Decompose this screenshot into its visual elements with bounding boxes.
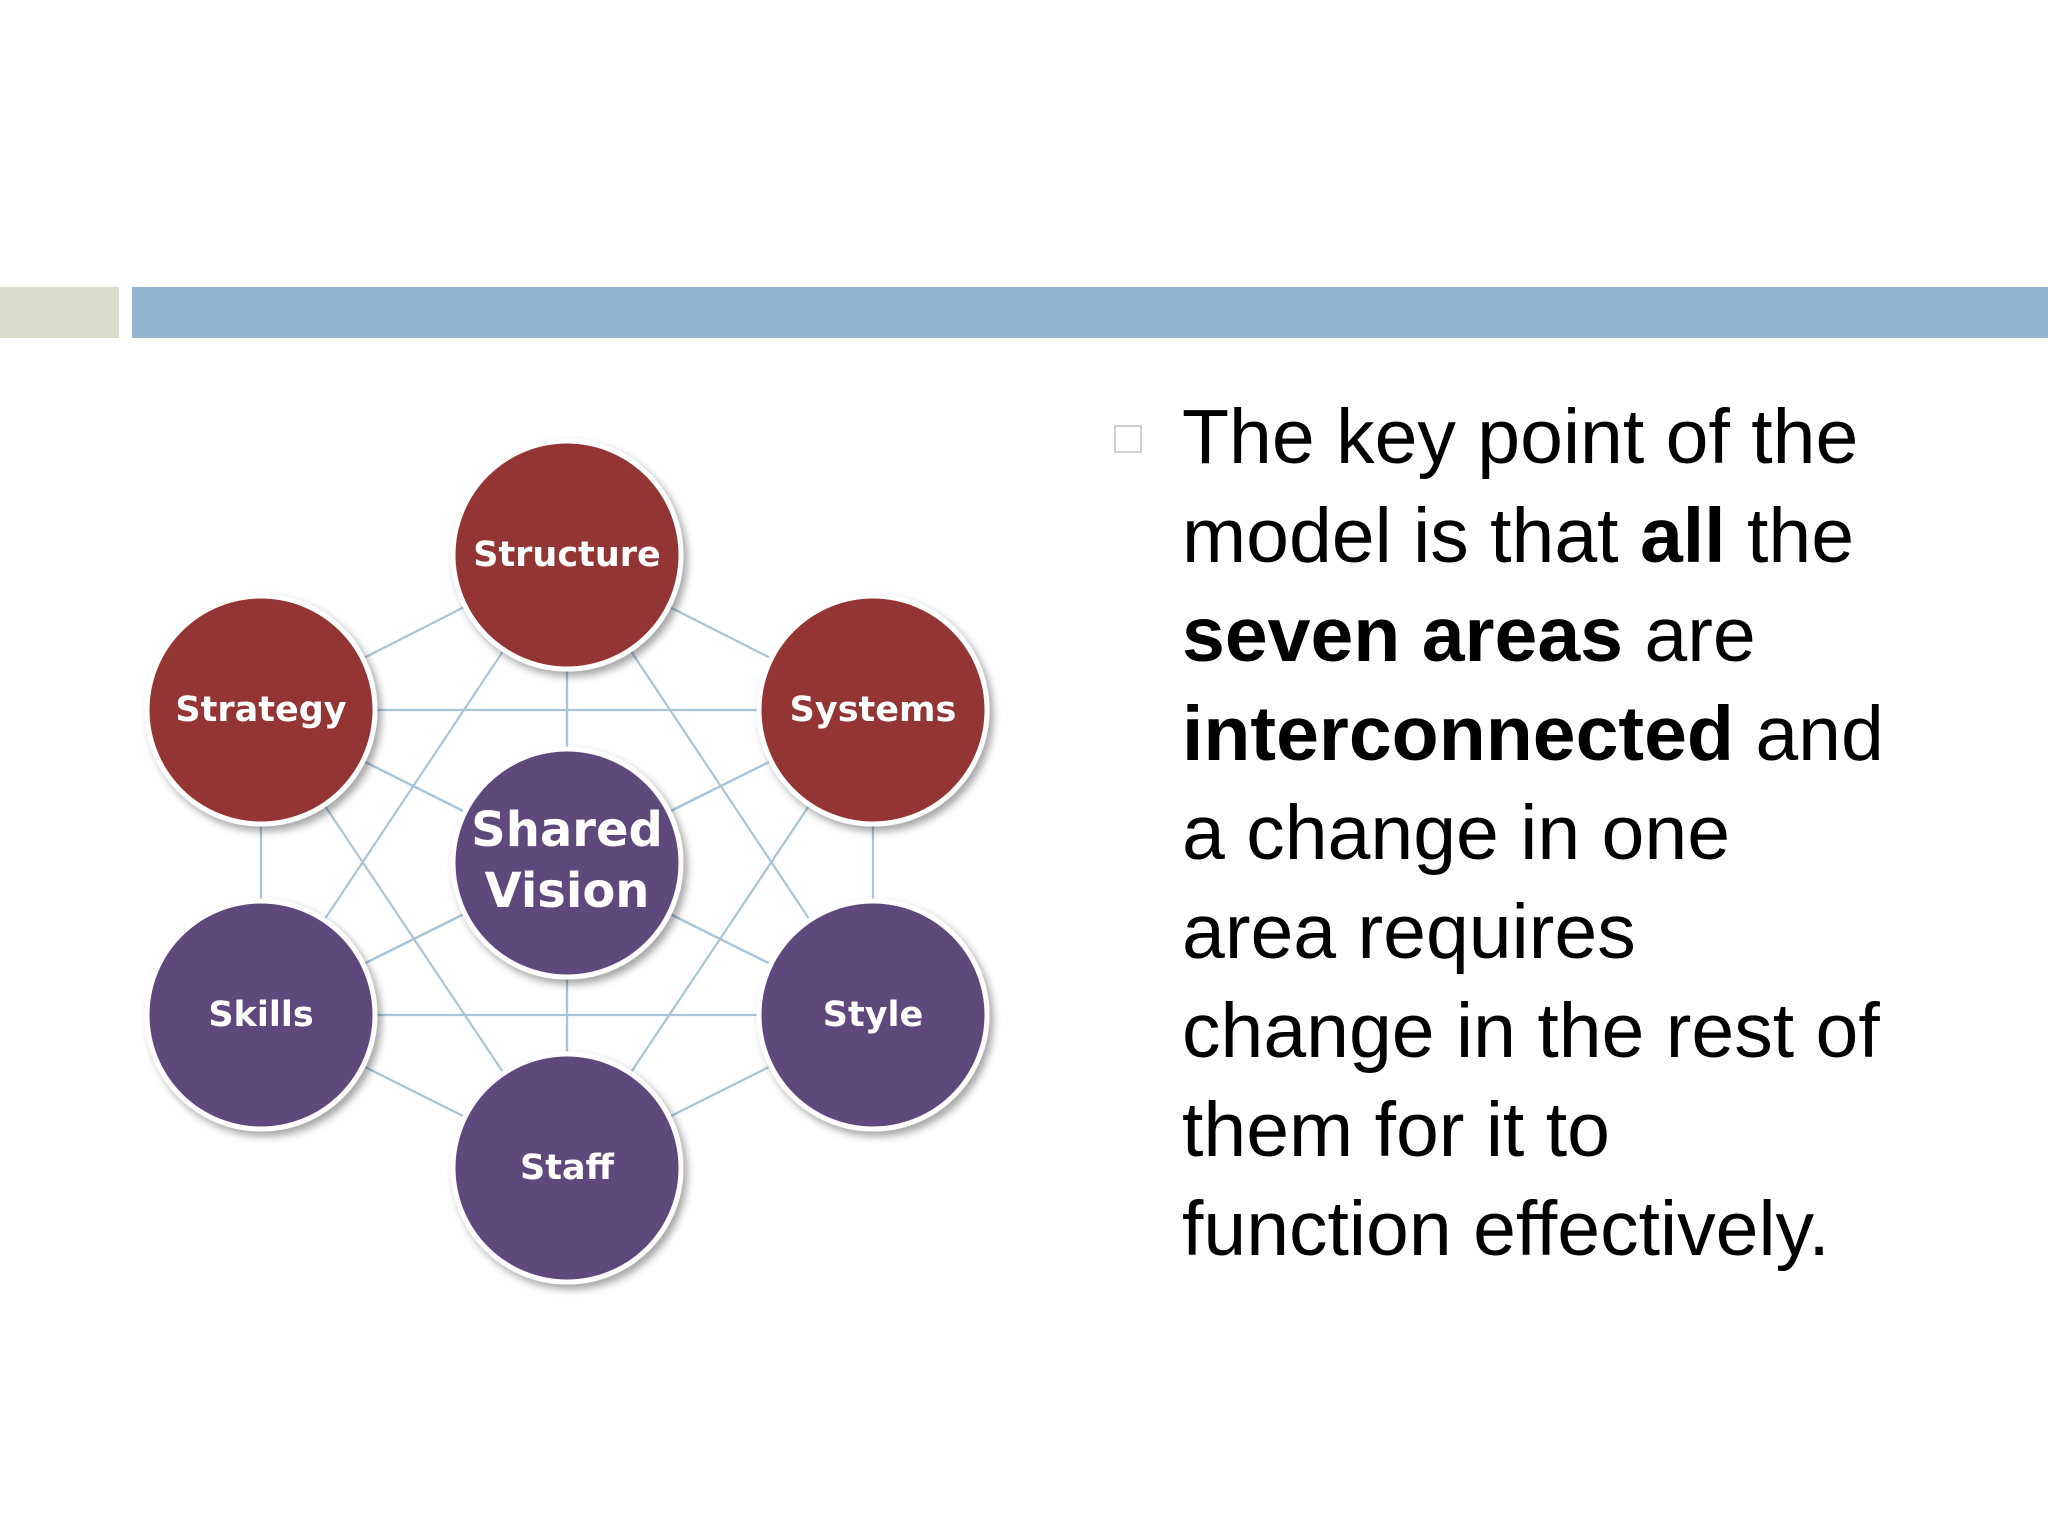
node-staff: Staff (450, 1051, 684, 1285)
bullet-line: interconnected and (1182, 685, 1982, 784)
bullet-run: change in the rest of (1182, 988, 1880, 1074)
node-systems: Systems (756, 593, 990, 827)
bullet-line: model is that all the (1182, 487, 1982, 586)
node-label-style: Style (823, 995, 924, 1035)
node-shared-vision: Shared Vision (450, 746, 684, 980)
bullet-emphasis: interconnected (1182, 691, 1734, 777)
bullet-run: and (1733, 691, 1884, 777)
bullet-emphasis: all (1639, 493, 1726, 579)
bullet-line: function effectively. (1182, 1180, 1982, 1279)
node-label-systems: Systems (790, 690, 957, 730)
header-accent-bar-right (132, 287, 2048, 338)
node-label-staff: Staff (520, 1148, 615, 1188)
bullet-line: The key point of the (1182, 388, 1982, 487)
node-strategy: Strategy (144, 593, 378, 827)
seven-s-diagram: Structure Strategy Systems Shared Vision… (144, 438, 990, 1285)
hollow-square-bullet-icon (1114, 425, 1142, 453)
bullet-run: function effectively. (1182, 1186, 1830, 1272)
bullet-emphasis: seven areas (1182, 592, 1623, 678)
bullet-run: The key point of the (1182, 394, 1859, 480)
bullet-run: a change in one (1182, 790, 1731, 876)
node-label-strategy: Strategy (175, 690, 346, 730)
bullet-run: are (1622, 592, 1756, 678)
bullet-run: them for it to (1182, 1087, 1610, 1173)
node-structure: Structure (450, 438, 684, 672)
node-label-structure: Structure (473, 535, 661, 575)
bullet-line: area requires (1182, 883, 1982, 982)
bullet-line: them for it to (1182, 1081, 1982, 1180)
bullet-line: change in the rest of (1182, 982, 1982, 1081)
header-accent-bar-left (0, 287, 119, 338)
bullet-line: seven areas are (1182, 586, 1982, 685)
node-label-shared: Shared (471, 802, 663, 858)
node-style: Style (756, 898, 990, 1132)
bullet-run: area requires (1182, 889, 1636, 975)
bullet-run: model is that (1182, 493, 1640, 579)
node-label-vision: Vision (485, 863, 650, 919)
node-label-skills: Skills (208, 995, 313, 1035)
node-skills: Skills (144, 898, 378, 1132)
bullet-run: the (1725, 493, 1855, 579)
bullet-line: a change in one (1182, 784, 1982, 883)
